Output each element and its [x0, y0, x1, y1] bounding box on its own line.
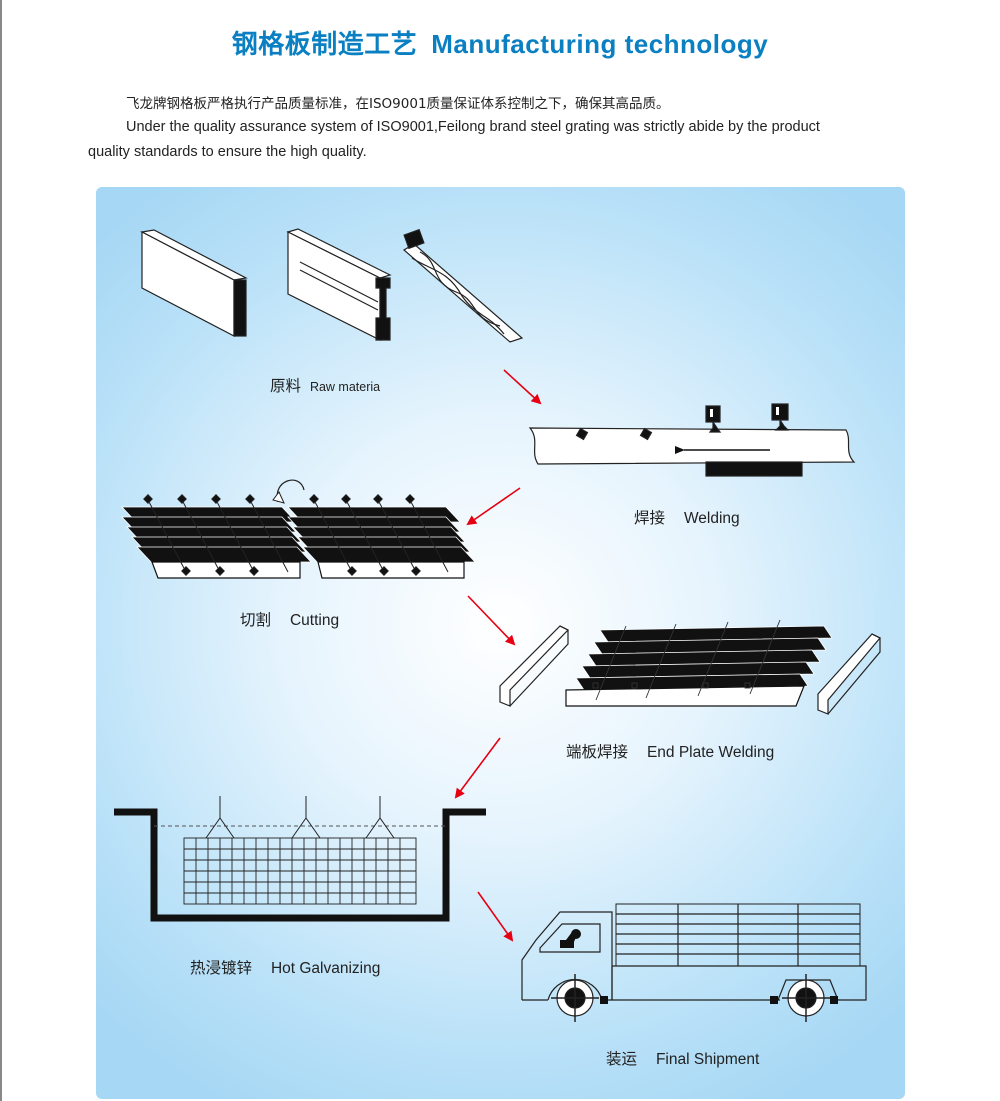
step-label-en: Welding [683, 510, 740, 527]
step-label-cn: 端板焊接 [566, 743, 629, 761]
step-label-cn: 热浸镀锌 [190, 959, 253, 977]
step-label-en: Final Shipment [655, 1051, 760, 1068]
intro-en-line1: Under the quality assurance system of IS… [126, 119, 820, 135]
grating-panel-right [287, 494, 476, 579]
step-label-en: Cutting [289, 612, 340, 629]
flow-arrow-4 [454, 737, 501, 799]
step-label-cn: 原料 [270, 377, 302, 395]
step-label-welding: 焊接 Welding [634, 506, 740, 528]
hot-galvanizing-icon [114, 796, 486, 922]
page-title: 钢格板制造工艺 Manufacturing technology [0, 24, 1000, 61]
step-label-hot-galvanizing: 热浸镀锌 Hot Galvanizing [190, 956, 380, 978]
intro-en-line2: quality standards to ensure the high qua… [88, 144, 367, 160]
step-label-cn: 切割 [240, 611, 272, 629]
step-label-en: Hot Galvanizing [270, 960, 381, 977]
step-label-cutting: 切割 Cutting [240, 608, 339, 630]
step-label-cn: 焊接 [634, 509, 666, 527]
title-cn: 钢格板制造工艺 [231, 30, 418, 60]
flow-arrow-3 [467, 595, 516, 646]
cutting-icon [121, 479, 476, 579]
end-plate-welding-icon [499, 619, 881, 715]
step-label-final-shipment: 装运 Final Shipment [606, 1047, 759, 1069]
flow-arrow-1 [503, 369, 542, 405]
intro-cn: 飞龙牌钢格板严格执行产品质量标准，在ISO9001质量保证体系控制之下，确保其高… [126, 96, 670, 112]
step-label-end-plate-welding: 端板焊接 End Plate Welding [566, 740, 774, 762]
step-label-cn: 装运 [606, 1050, 638, 1068]
step-label-en: Raw materia [309, 380, 381, 394]
flow-arrows [454, 369, 542, 942]
title-en: Manufacturing technology [431, 29, 769, 59]
raw-material-icon [140, 228, 524, 343]
grating-panel-left [121, 494, 312, 579]
truck-icon [521, 903, 867, 1022]
page-left-border [0, 0, 2, 1101]
step-label-raw-material: 原料 Raw materia [270, 374, 380, 396]
flow-arrow-5 [477, 891, 514, 942]
step-label-en: End Plate Welding [646, 744, 775, 761]
welding-icon [528, 403, 856, 477]
flow-arrow-2 [466, 487, 521, 526]
